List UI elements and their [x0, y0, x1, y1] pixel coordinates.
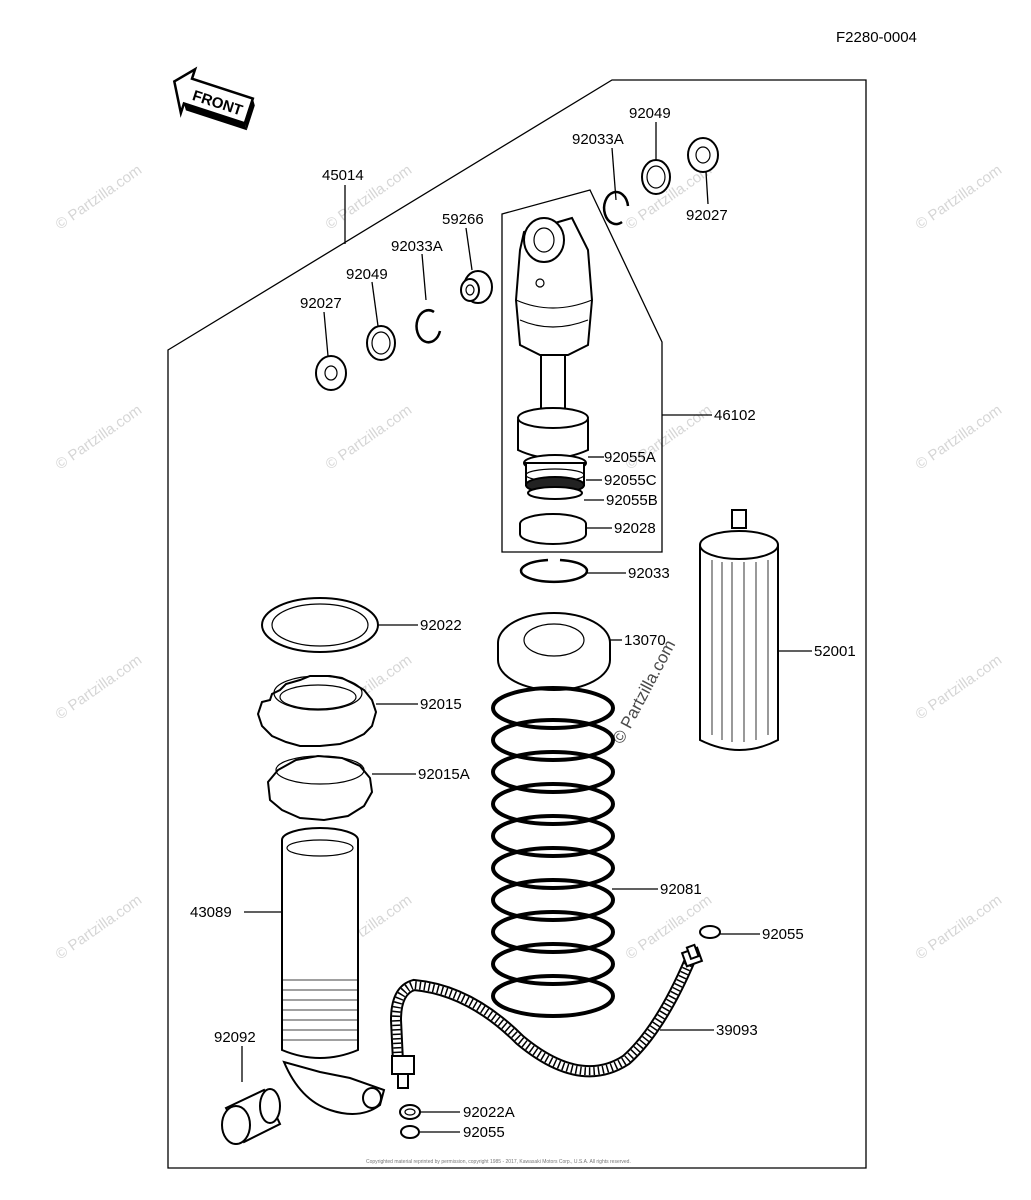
part-92015 [256, 675, 378, 747]
part-label: 39093 [716, 1022, 758, 1039]
watermark-text: © Partzilla.com [53, 891, 146, 963]
watermark-text: © Partzilla.com [53, 161, 146, 233]
part-label: 92022 [420, 617, 462, 634]
part-label: 92027 [300, 295, 342, 312]
part-label: 92055 [762, 926, 804, 943]
part-label: 92033A [572, 131, 624, 148]
part-label: 92055B [606, 492, 658, 509]
part-92055-lower [400, 1125, 420, 1139]
part-label: 92049 [629, 105, 671, 122]
part-39093-hose [389, 943, 704, 1089]
part-92027-right [687, 137, 719, 173]
part-label: 92081 [660, 881, 702, 898]
part-92033 [519, 558, 589, 584]
assembly-outline [167, 79, 867, 1169]
part-92033a-left [415, 309, 442, 344]
part-label: 92033 [628, 565, 670, 582]
part-label: 46102 [714, 407, 756, 424]
part-label: 92028 [614, 520, 656, 537]
part-label: 92049 [346, 266, 388, 283]
front-arrow-icon: FRONT [172, 66, 255, 131]
watermark-text: © Partzilla.com [323, 401, 416, 473]
part-label: 43089 [190, 904, 232, 921]
part-label: 92027 [686, 207, 728, 224]
part-92081-spring [491, 686, 615, 1018]
part-92049-left [366, 325, 396, 361]
copyright-note: Copyrighted material reprinted by permis… [366, 1159, 631, 1165]
part-label: 92015 [420, 696, 462, 713]
part-label: 13070 [624, 632, 666, 649]
watermark-text: © Partzilla.com [913, 891, 1006, 963]
part-43089-body [281, 827, 386, 1115]
watermark-text: © Partzilla.com [609, 637, 680, 747]
part-label: 92055C [604, 472, 657, 489]
part-92022a [399, 1104, 421, 1120]
part-92015a [266, 754, 374, 822]
part-labels: 45014 92049 92033A 92027 59266 92033A 92… [190, 105, 856, 1141]
part-92027-left [315, 355, 347, 391]
leader-lines [241, 122, 812, 1133]
part-label: 92092 [214, 1029, 256, 1046]
part-label: 52001 [814, 643, 856, 660]
part-92022 [261, 597, 379, 653]
diagram-code: F2280-0004 [836, 29, 917, 46]
part-92055-upper [699, 925, 721, 939]
part-92092 [221, 1088, 282, 1145]
watermark-text: © Partzilla.com [913, 401, 1006, 473]
watermark-text: © Partzilla.com [53, 401, 146, 473]
watermark-text: © Partzilla.com [623, 891, 716, 963]
part-label: 92055A [604, 449, 656, 466]
part-label: 45014 [322, 167, 364, 184]
part-label: 92055 [463, 1124, 505, 1141]
damper-assembly-box [501, 189, 663, 553]
part-92033a-right [602, 190, 630, 226]
part-label: 92015A [418, 766, 470, 783]
part-92049-right [641, 159, 671, 195]
watermark-text: © Partzilla.com [53, 651, 146, 723]
watermark-text: © Partzilla.com [913, 161, 1006, 233]
part-13070 [497, 612, 611, 691]
part-92028 [519, 513, 587, 545]
part-59266 [460, 270, 493, 304]
part-label: 59266 [442, 211, 484, 228]
part-46102-damper [514, 216, 594, 500]
part-label: 92022A [463, 1104, 515, 1121]
part-label: 92033A [391, 238, 443, 255]
part-52001-reservoir [699, 509, 779, 751]
watermark-text: © Partzilla.com [913, 651, 1006, 723]
